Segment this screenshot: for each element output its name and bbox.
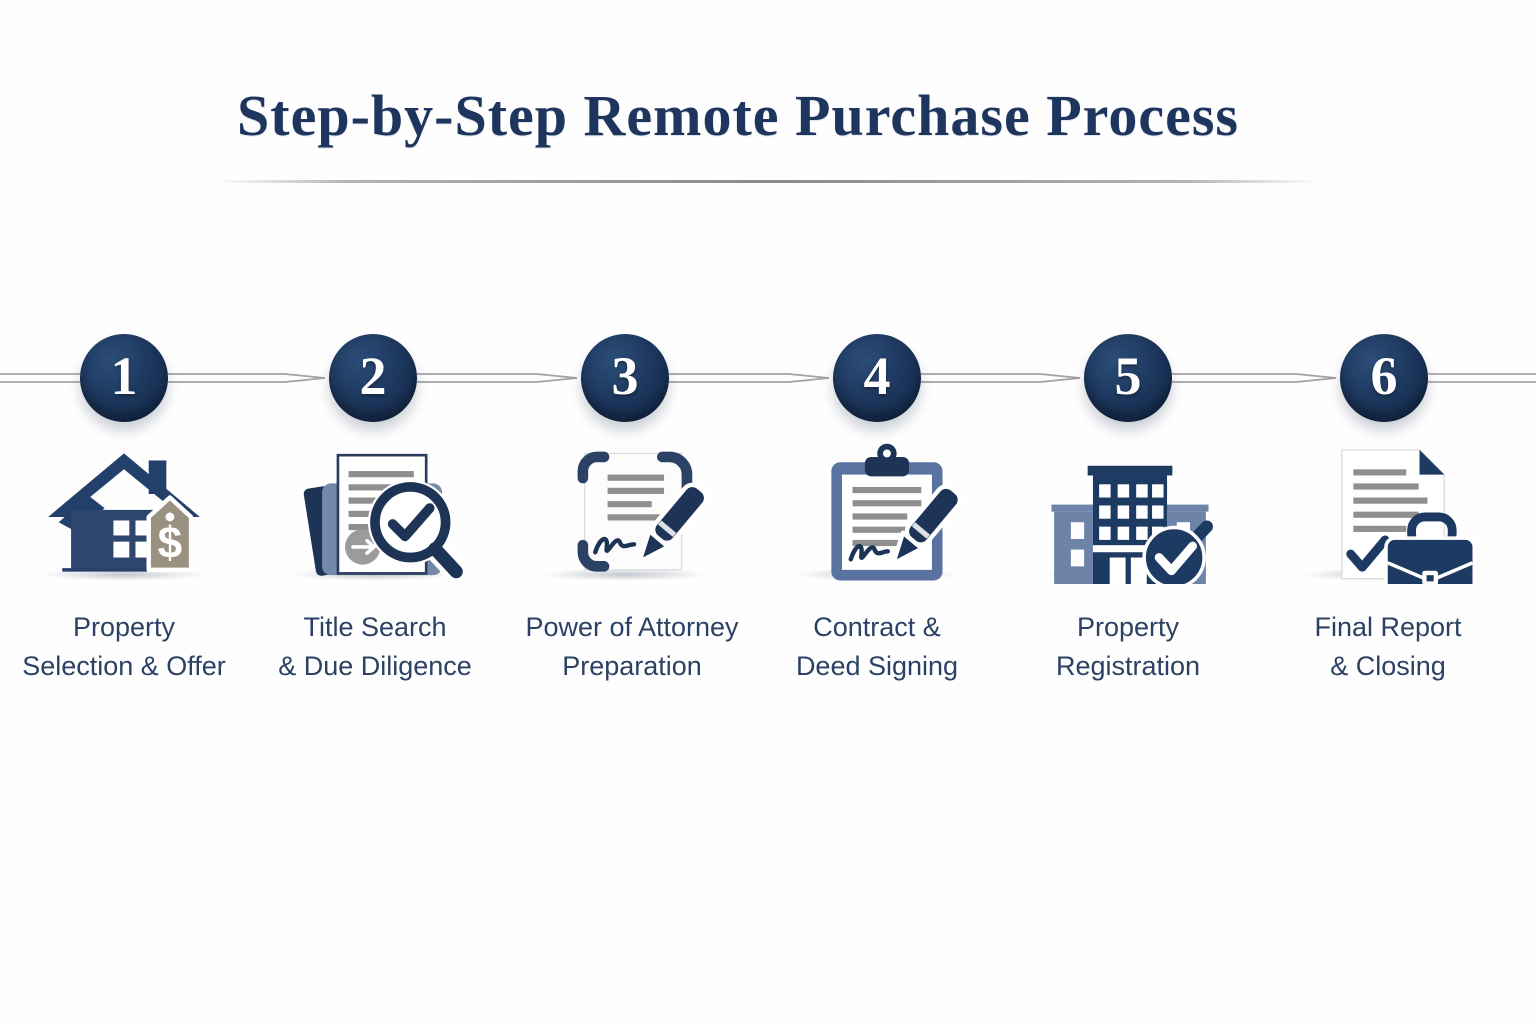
timeline-line-start — [0, 373, 80, 383]
title-divider — [215, 180, 1320, 183]
timeline-arrow-1-2 — [168, 373, 326, 383]
step-label-line: Deed Signing — [795, 651, 959, 681]
step-number: 5 — [1114, 346, 1142, 406]
timeline-arrow-4-5 — [921, 373, 1081, 383]
step-label-4: Contract & Deed Signing — [747, 608, 1007, 686]
report-briefcase-icon — [1296, 434, 1476, 604]
step-badge-4: 4 — [833, 334, 921, 422]
clipboard-signature-pen-icon — [789, 434, 969, 584]
step-label-line: Contract & — [813, 612, 941, 642]
timeline-arrow-3-4 — [669, 373, 830, 383]
folder-document-search-icon — [285, 434, 470, 585]
step-label-line: Preparation — [562, 651, 702, 681]
step-label-line: & Closing — [1330, 651, 1446, 681]
scroll-signature-pen-icon — [537, 434, 717, 584]
step-label-line: Registration — [1055, 651, 1201, 681]
step-badge-5: 5 — [1084, 334, 1172, 422]
step-label-line: Title Search — [303, 612, 447, 642]
step-label-line: Property — [1076, 612, 1180, 642]
building-checkmark-icon — [1040, 434, 1220, 590]
step-label-1: Property Selection & Offer — [0, 608, 254, 686]
step-label-line: Power of Attorney — [525, 612, 739, 642]
step-number: 3 — [611, 346, 639, 406]
step-label-line: Final Report — [1314, 612, 1462, 642]
step-label-line: & Due Diligence — [278, 651, 472, 681]
step-label-2: Title Search & Due Diligence — [245, 608, 505, 686]
step-badge-2: 2 — [329, 334, 417, 422]
timeline-arrow-2-3 — [417, 373, 578, 383]
timeline-arrow-5-6 — [1172, 373, 1337, 383]
step-number: 2 — [359, 346, 387, 406]
step-badge-6: 6 — [1340, 334, 1428, 422]
step-number: 6 — [1370, 346, 1398, 406]
step-number: 1 — [110, 346, 138, 406]
house-price-tag-icon: $ — [34, 434, 214, 584]
page-title: Step-by-Step Remote Purchase Process — [237, 83, 1239, 148]
step-label-line: Selection & Offer — [22, 651, 226, 681]
step-label-3: Power of Attorney Preparation — [502, 608, 762, 686]
timeline-line-end — [1428, 373, 1536, 383]
step-label-5: Property Registration — [998, 608, 1258, 686]
step-label-6: Final Report & Closing — [1258, 608, 1518, 686]
step-label-line: Property — [72, 612, 176, 642]
step-badge-1: 1 — [80, 334, 168, 422]
step-badge-3: 3 — [581, 334, 669, 422]
step-number: 4 — [863, 346, 891, 406]
icon-shadow — [541, 568, 709, 581]
svg-text:$: $ — [158, 519, 183, 568]
